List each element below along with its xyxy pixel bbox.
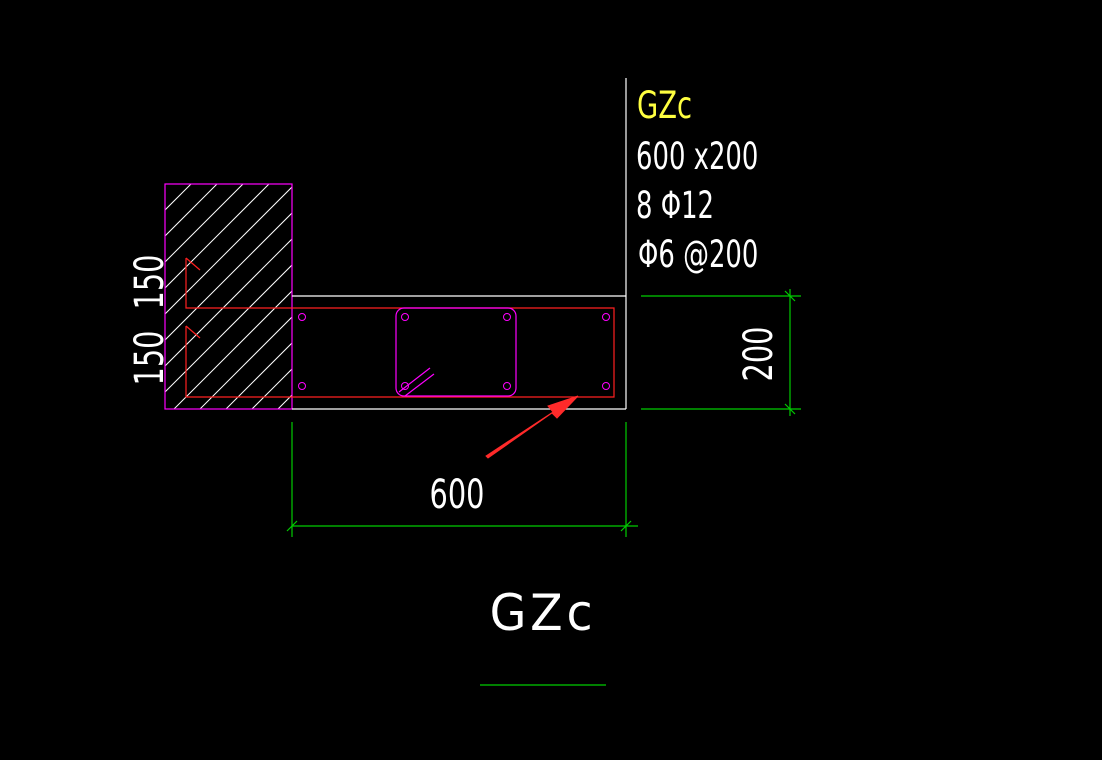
- lap-lower-label: 150: [127, 331, 173, 386]
- lap-upper-label: 150: [127, 255, 173, 310]
- rebar-outline: [185, 257, 615, 398]
- rebar-bar: [503, 313, 511, 321]
- wall-hatch: [165, 184, 292, 409]
- annotation-arrow-icon: [485, 395, 579, 459]
- spec-size: 600 x200: [636, 134, 758, 178]
- hatch-line: [251, 368, 292, 409]
- rebar-bar: [602, 313, 610, 321]
- stirrup: [395, 307, 517, 397]
- drawing-title: GZc: [490, 585, 597, 642]
- spec-block: GZc 600 x200 8 Φ12 Φ6 @200: [636, 84, 758, 276]
- spec-mark: GZc: [637, 84, 692, 127]
- rebar-bar: [503, 382, 511, 390]
- hatch-line: [173, 290, 292, 409]
- hatch-line: [165, 184, 244, 263]
- hatch-line: [165, 184, 218, 237]
- spec-stirrup: Φ6 @200: [638, 232, 758, 276]
- spec-main-rebar: 8 Φ12: [636, 183, 714, 227]
- rebar-dots: [298, 313, 610, 390]
- rebar-bar: [602, 382, 610, 390]
- column-outline: [292, 78, 627, 410]
- depth-dimension: [641, 289, 801, 416]
- hatch-line: [165, 238, 292, 367]
- rebar-bar: [298, 382, 306, 390]
- rebar-bar: [401, 382, 409, 390]
- hatch-line: [165, 184, 270, 289]
- hatch-line: [165, 212, 292, 341]
- width-dimension: [286, 422, 638, 537]
- hatch-line: [199, 316, 292, 409]
- rebar-bar: [401, 313, 409, 321]
- hatch-line: [165, 186, 292, 315]
- width-dimension-label: 600: [430, 472, 485, 518]
- rebar-bar: [298, 313, 306, 321]
- depth-dimension-label: 200: [736, 327, 782, 382]
- hatch-line: [225, 342, 292, 409]
